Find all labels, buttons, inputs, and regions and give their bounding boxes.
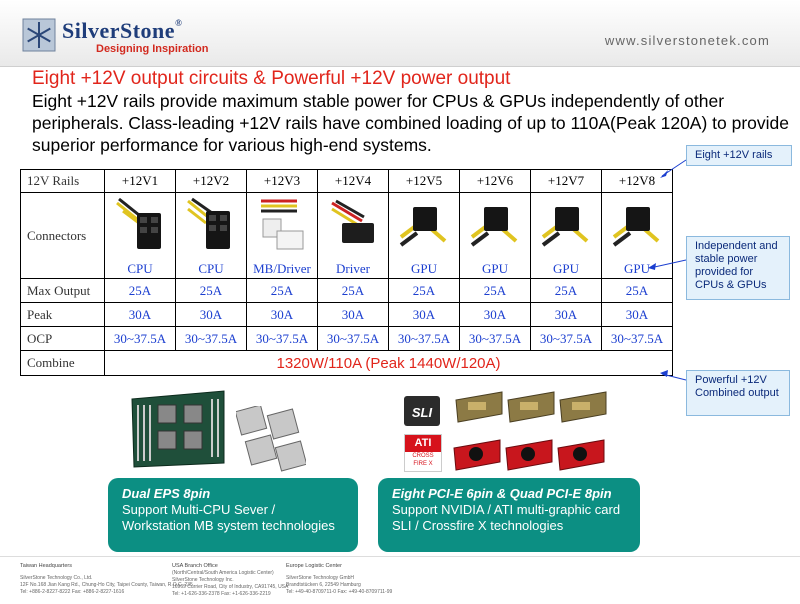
website-url[interactable]: www.silverstonetek.com [604,33,770,48]
max-output-cell: 25A [104,278,176,303]
server-motherboard-icon [131,390,225,468]
ocp-cell: 30~37.5A [175,326,247,351]
connector-cell: CPU [104,192,176,279]
footer-europe: Europe Logistic Center SilverStone Techn… [286,563,393,595]
callout-combined-output: Powerful +12V Combined output [686,370,790,416]
max-output-row: Max Output 25A 25A 25A 25A 25A 25A 25A 2… [20,278,673,303]
peak-cell: 30A [104,302,176,327]
peak-row: Peak 30A 30A 30A 30A 30A 30A 30A 30A [20,302,673,327]
connector-cell: GPU [530,192,602,279]
connector-cell: Driver [317,192,389,279]
arrow-head-icon [648,263,656,270]
header-bar: SilverStone® Designing Inspiration www.s… [0,0,800,67]
row-label-max-output: Max Output [20,278,105,303]
ati-crossfire-logo: ATI CROSS FIRE X [404,434,442,472]
connector-cell: CPU [175,192,247,279]
ocp-cell: 30~37.5A [601,326,673,351]
peak-cell: 30A [175,302,247,327]
peak-cell: 30A [388,302,460,327]
ocp-cell: 30~37.5A [317,326,389,351]
row-label-connectors: Connectors [20,192,105,279]
ocp-cell: 30~37.5A [246,326,318,351]
panel-pcie-title: Eight PCI-E 6pin & Quad PCI-E 8pin [392,486,612,501]
arrow-head-icon [660,170,668,178]
row-label-combine: Combine [20,350,105,376]
max-output-cell: 25A [317,278,389,303]
connector-cell: GPU [601,192,673,279]
brand-tagline: Designing Inspiration [96,43,209,55]
molex-connector-icon [261,199,304,249]
connector-type: Driver [336,260,370,276]
peak-cell: 30A [317,302,389,327]
panel-dual-eps: Dual EPS 8pin Support Multi-CPU Sever / … [108,478,358,552]
rail-header: +12V7 [530,169,602,193]
rail-header: +12V5 [388,169,460,193]
footer-taiwan: Taiwan Headquarters SilverStone Technolo… [20,563,193,595]
connector-type: GPU [552,260,579,276]
connector-cell: MB/Driver [246,192,318,279]
pcie-connector-icon [541,206,589,247]
rail-header: +12V3 [246,169,318,193]
eps-8pin-connector-icon [116,197,161,249]
connector-type: CPU [198,260,224,276]
footer-usa: USA Branch Office (North/Central/South A… [172,563,289,597]
ocp-cell: 30~37.5A [530,326,602,351]
pcie-connector-icon [470,206,518,247]
rail-header: +12V8 [601,169,673,193]
brand-name: SilverStone® [62,18,183,43]
max-output-cell: 25A [246,278,318,303]
row-label-ocp: OCP [20,326,105,351]
connectors-row: Connectors CPU CPU MB/Driver [20,192,673,279]
ati-graphics-cards-icon [453,439,605,471]
peak-cell: 30A [601,302,673,327]
panel-dual-eps-title: Dual EPS 8pin [122,486,211,501]
rail-header: +12V1 [104,169,176,193]
slide-title: Eight +12V output circuits & Powerful +1… [32,68,511,89]
sata-connector-icon [331,199,374,243]
combine-row: Combine 1320W/110A (Peak 1440W/120A) [20,350,673,376]
row-label-peak: Peak [20,302,105,327]
ocp-cell: 30~37.5A [459,326,531,351]
nvidia-graphics-cards-icon [455,391,607,423]
connector-cell: GPU [388,192,460,279]
ocp-cell: 30~37.5A [388,326,460,351]
row-label-rails: 12V Rails [20,169,105,193]
connector-type: GPU [481,260,508,276]
peak-cell: 30A [246,302,318,327]
ocp-row: OCP 30~37.5A 30~37.5A 30~37.5A 30~37.5A … [20,326,673,351]
peak-cell: 30A [530,302,602,327]
max-output-cell: 25A [175,278,247,303]
rails-spec-table: 12V Rails +12V1 +12V2 +12V3 +12V4 +12V5 … [20,169,673,376]
connector-type: GPU [623,260,650,276]
connector-cell: GPU [459,192,531,279]
callout-independent-power: Independent and stable power provided fo… [686,236,790,300]
panel-dual-eps-body: Support Multi-CPU Sever / Workstation MB… [122,502,335,533]
connector-type: GPU [410,260,437,276]
footer: Taiwan Headquarters SilverStone Technolo… [0,556,800,604]
ocp-cell: 30~37.5A [104,326,176,351]
max-output-cell: 25A [459,278,531,303]
eps-8pin-connector-icon [187,197,230,249]
rail-header: +12V6 [459,169,531,193]
panel-pcie: Eight PCI-E 6pin & Quad PCI-E 8pin Suppo… [378,478,640,552]
pcie-connector-icon [612,206,660,247]
max-output-cell: 25A [530,278,602,303]
max-output-cell: 25A [388,278,460,303]
arrow-head-icon [660,370,668,377]
callout-eight-rails: Eight +12V rails [686,145,792,166]
rail-header: +12V4 [317,169,389,193]
callout-arrows [648,159,687,381]
peak-cell: 30A [459,302,531,327]
slide-lead-text: Eight +12V rails provide maximum stable … [32,91,790,155]
sli-logo: SLI [404,396,440,426]
connector-type: CPU [127,260,153,276]
connector-type: MB/Driver [253,260,311,276]
rail-header: +12V2 [175,169,247,193]
cpu-chips-icon [236,406,306,472]
rails-row: 12V Rails +12V1 +12V2 +12V3 +12V4 +12V5 … [20,169,673,193]
panel-pcie-body: Support NVIDIA / ATI multi-graphic card … [392,502,621,533]
pcie-connector-icon [399,206,447,247]
snowflake-logo-icon [22,18,56,52]
combine-value: 1320W/110A (Peak 1440W/120A) [104,350,673,376]
